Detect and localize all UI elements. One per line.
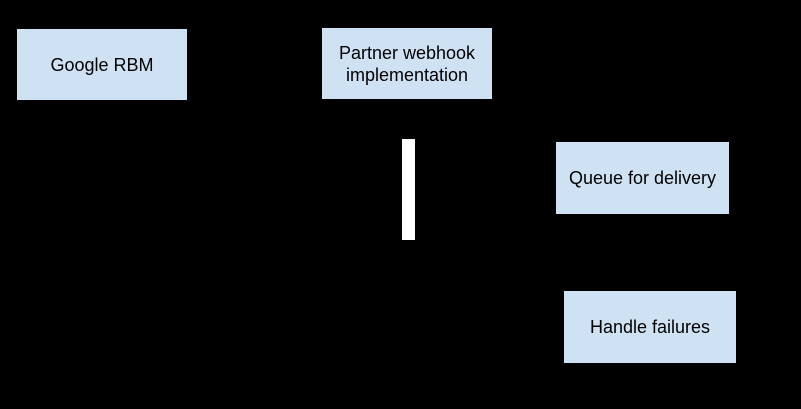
- node-partner-webhook-implementation-label: Partner webhook implementation: [338, 42, 476, 85]
- node-queue-for-delivery-label: Queue for delivery: [568, 168, 717, 188]
- lifeline-activation-bar: [402, 139, 415, 240]
- node-google-rbm-label: Google RBM: [50, 54, 154, 75]
- node-handle-failures: Handle failures: [564, 291, 736, 363]
- node-handle-failures-label: Handle failures: [589, 317, 711, 337]
- node-queue-for-delivery: Queue for delivery: [556, 142, 729, 214]
- node-partner-webhook-implementation: Partner webhook implementation: [322, 28, 492, 99]
- node-google-rbm: Google RBM: [17, 29, 187, 100]
